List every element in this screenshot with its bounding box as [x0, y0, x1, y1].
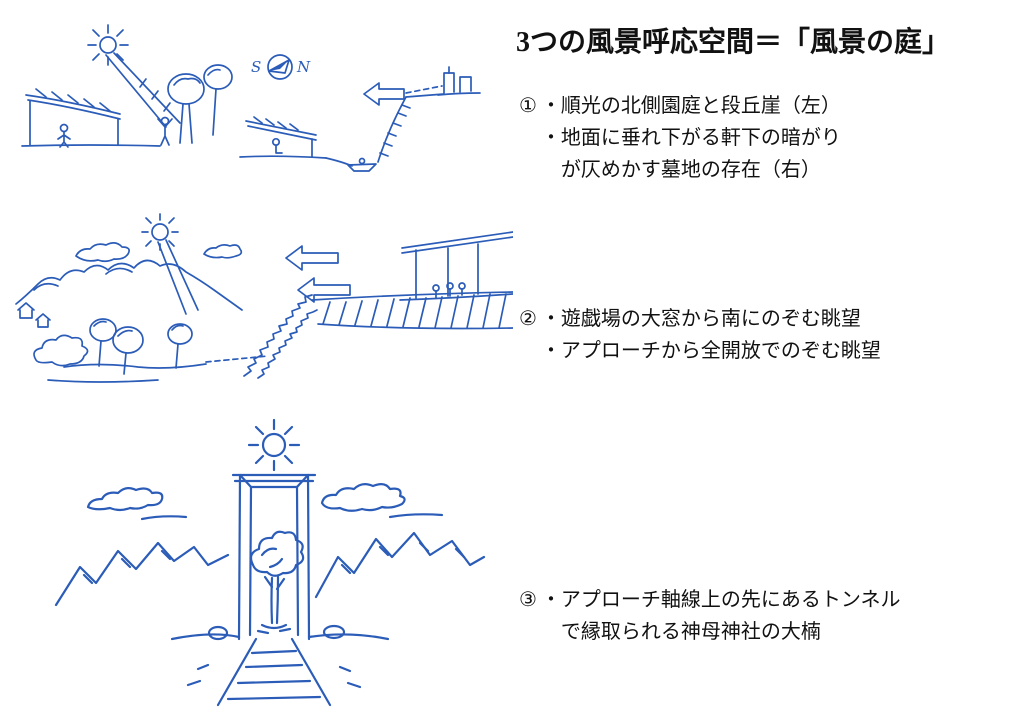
right-shelter-and-cliff: [239, 93, 445, 172]
clouds: [75, 242, 243, 263]
annotation-line: が仄めかす墓地の存在（右）: [540, 159, 821, 181]
sun-icon: [87, 24, 181, 128]
garden-trees: [33, 318, 269, 383]
annotation-line: ・遊戯場の大窓から南にのぞむ眺望: [540, 308, 861, 330]
annotation-3-number: ③: [519, 589, 537, 611]
annotation-3-lines: ・アプローチ軸線上の先にあるトンネル で縁取られる神母神社の大楠: [541, 584, 901, 648]
sun-icon: [141, 213, 199, 315]
annotation-line: で縁取られる神母神社の大楠: [540, 621, 821, 643]
left-pavilion: [21, 88, 161, 148]
annotation-2-number: ②: [519, 308, 537, 330]
compass-icon: S N: [251, 54, 311, 80]
annotation-1: ① ・順光の北側園庭と段丘崖（左） ・地面に垂れ下がる軒下の暗がり が仄めかす墓…: [519, 90, 841, 186]
west-arrow-icon: [363, 82, 443, 106]
mountain-ridge: [15, 259, 243, 311]
village-houses: [17, 302, 51, 328]
cliff-hatch: [311, 291, 514, 330]
camphor-tree: [249, 530, 305, 635]
person-raising-arms: [157, 116, 173, 146]
approach-path: [170, 624, 390, 707]
sketch-1-svg: S N: [21, 24, 481, 172]
scrub-slope: [243, 294, 318, 379]
compass-label-n: N: [296, 58, 311, 76]
building-section: [399, 231, 514, 301]
annotation-2: ② ・遊戯場の大窓から南にのぞむ眺望 ・アプローチから全開放でのぞむ眺望: [519, 303, 881, 367]
annotation-line: ・アプローチ軸線上の先にあるトンネル: [540, 589, 901, 611]
clouds: [86, 482, 444, 521]
annotation-3: ③ ・アプローチ軸線上の先にあるトンネル で縁取られる神母神社の大楠: [519, 584, 901, 648]
view-arrows-icon: [285, 245, 351, 303]
sun-icon: [247, 418, 301, 472]
annotation-1-lines: ・順光の北側園庭と段丘崖（左） ・地面に垂れ下がる軒下の暗がり が仄めかす墓地の…: [541, 90, 841, 186]
annotation-2-lines: ・遊戯場の大窓から南にのぞむ眺望 ・アプローチから全開放でのぞむ眺望: [541, 303, 881, 367]
annotation-line: ・地面に垂れ下がる軒下の暗がり: [540, 127, 841, 149]
sketch-2-svg: [15, 213, 514, 383]
annotation-line: ・アプローチから全開放でのぞむ眺望: [540, 340, 881, 362]
sketch-tunnel-gate: [22, 415, 502, 709]
mountains: [54, 531, 486, 607]
sketch-north-garden-section: S N: [8, 15, 513, 190]
annotation-line: ・順光の北側園庭と段丘崖（左）: [540, 95, 841, 117]
page-title: 3つの風景呼応空間＝「風景の庭」: [516, 26, 951, 58]
compass-label-s: S: [251, 58, 261, 76]
small-buildings: [437, 66, 481, 96]
tunnel-gate: [231, 473, 317, 641]
sketch-view-section: [8, 210, 514, 400]
trees: [167, 64, 233, 144]
annotation-1-number: ①: [519, 95, 537, 117]
sketch-3-svg: [54, 418, 486, 707]
